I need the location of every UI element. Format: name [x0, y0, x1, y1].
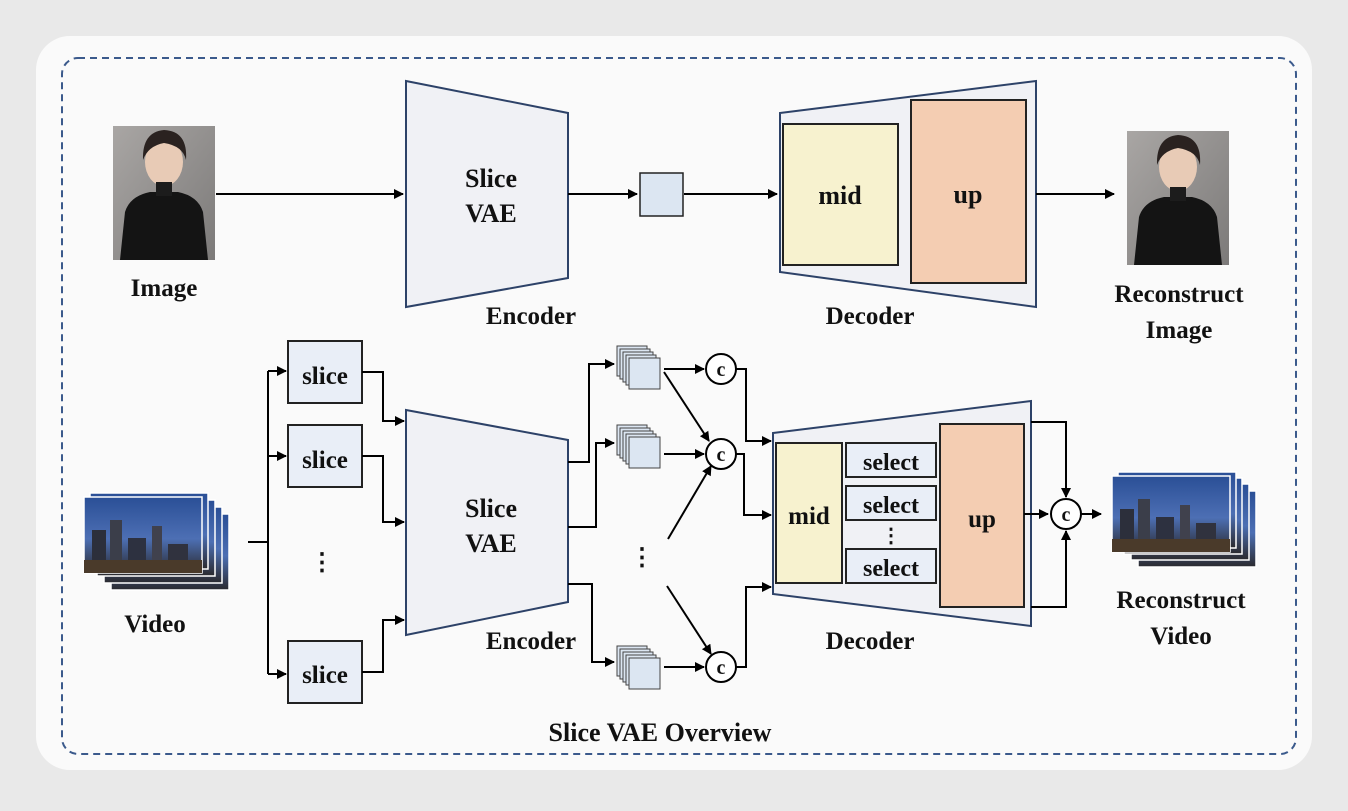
image-output-label-line2: Image	[1146, 317, 1213, 344]
image-latent	[639, 172, 684, 217]
arrow-slice-1-to-encoder	[362, 371, 405, 426]
select-box-2	[845, 485, 937, 521]
slice-box-2	[287, 424, 363, 488]
select-box-2-label: select	[863, 493, 919, 519]
select-box-n	[845, 548, 937, 584]
arrow-slice-2-to-encoder	[362, 455, 405, 527]
dashed-border	[61, 57, 1297, 755]
video-encoder-label: Encoder	[486, 628, 576, 655]
arrow-decoder-top-to-final-concat	[1031, 421, 1071, 498]
image-encoder-label: Encoder	[486, 303, 576, 330]
video-latent-stack-1	[616, 345, 661, 390]
arrow-ellipsis-to-concat-mid	[667, 465, 712, 540]
input-image-portrait	[113, 126, 215, 260]
arrow-concat-top-to-decoder	[736, 368, 772, 446]
video-decoder-label: Decoder	[826, 628, 915, 655]
concat-node-top-symbol: c	[717, 359, 726, 381]
arrow-encoder-to-latent-1	[568, 359, 615, 463]
video-latent-stack-n	[616, 645, 661, 690]
image-encoder-block	[405, 79, 569, 309]
select-box-n-label: select	[863, 556, 919, 582]
select-box-1	[845, 442, 937, 478]
video-decoder-up-block	[939, 423, 1025, 608]
slice-box-n-label: slice	[302, 662, 348, 689]
video-latent-stack-2	[616, 424, 661, 469]
image-input-label: Image	[131, 275, 198, 302]
arrow-encoder-to-latent-n	[568, 583, 615, 667]
select-ellipsis: ⋮	[881, 525, 901, 547]
arrow-latent-1-to-concat-mid	[663, 371, 710, 442]
output-image-portrait	[1127, 131, 1229, 265]
video-encoder-text-vae: VAE	[465, 529, 517, 558]
image-output-label-line1: Reconstruct	[1114, 281, 1244, 308]
latent-ellipsis: ⋮	[630, 545, 654, 571]
output-video-frames	[1111, 471, 1257, 568]
input-video-frames	[83, 492, 230, 591]
card-background	[36, 36, 1312, 770]
slice-box-1	[287, 340, 363, 404]
video-encoder-text-slice: Slice	[465, 494, 517, 523]
video-encoder-block	[405, 408, 569, 637]
diagram-title: Slice VAE Overview	[549, 718, 772, 747]
final-concat-node-symbol: c	[1062, 504, 1071, 526]
image-encoder-text-slice: Slice	[465, 164, 517, 193]
video-decoder-mid-label: mid	[788, 503, 830, 530]
slice-box-2-label: slice	[302, 447, 348, 474]
slice-box-1-label: slice	[302, 363, 348, 390]
arrow-concat-bottom-to-decoder	[736, 582, 772, 668]
image-decoder-mid-label: mid	[818, 181, 862, 210]
image-decoder-mid-block	[782, 123, 899, 266]
select-box-1-label: select	[863, 450, 919, 476]
concat-node-mid-symbol: c	[717, 444, 726, 466]
image-decoder-up-block	[910, 99, 1027, 284]
arrow-decoder-bottom-to-final-concat	[1031, 530, 1071, 608]
arrow-slice-n-to-encoder	[362, 615, 405, 673]
arrow-concat-mid-to-decoder	[736, 453, 772, 520]
image-encoder-text-vae: VAE	[465, 199, 517, 228]
image-decoder-label: Decoder	[826, 303, 915, 330]
video-output-label-line2: Video	[1150, 623, 1212, 650]
video-input-label: Video	[124, 611, 186, 638]
video-decoder-mid-block	[775, 442, 843, 584]
concat-node-bottom-symbol: c	[717, 657, 726, 679]
slice-ellipsis: ⋮	[310, 550, 334, 576]
video-output-label-line1: Reconstruct	[1116, 587, 1246, 614]
image-decoder-up-label: up	[954, 180, 983, 209]
arrow-encoder-to-latent-2	[568, 438, 615, 528]
arrow-ellipsis-to-concat-bottom	[666, 585, 712, 655]
video-decoder-up-label: up	[968, 506, 996, 533]
